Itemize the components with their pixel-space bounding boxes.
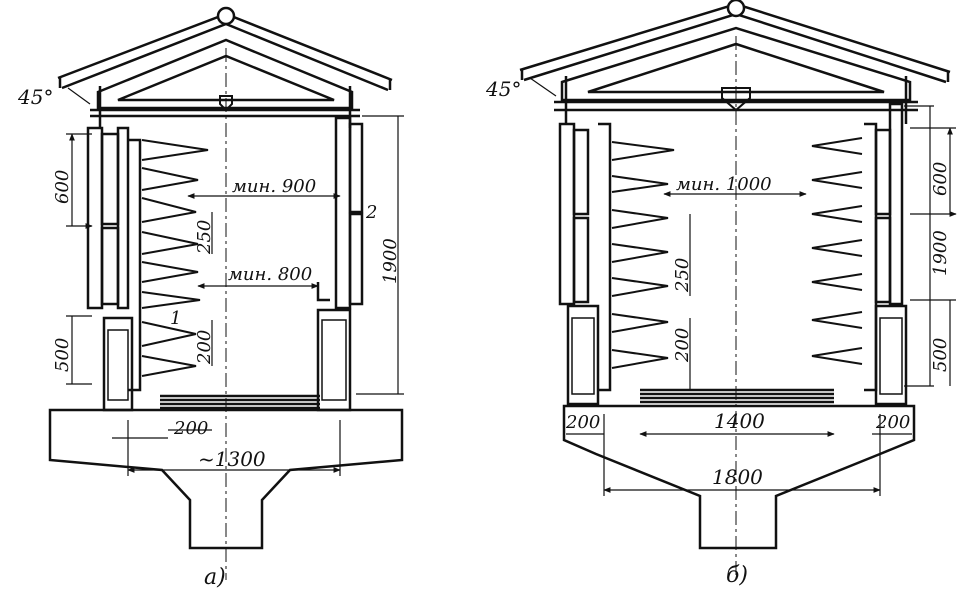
figure-a bbox=[48, 6, 404, 580]
left-wall-b bbox=[558, 122, 612, 406]
dim-min1000-b: мин. 1000 bbox=[676, 174, 772, 195]
dimension-lines-b bbox=[529, 77, 956, 496]
hooks-b-right bbox=[811, 137, 863, 365]
floor-a bbox=[48, 394, 404, 550]
dim-250-b: 250 bbox=[672, 258, 693, 293]
dim-200r-b: 200 bbox=[875, 412, 910, 433]
angle-label-b: 45° bbox=[485, 77, 521, 101]
dim-min800-a: мин. 800 bbox=[228, 264, 312, 285]
dim-1300-a: ~1300 bbox=[198, 447, 266, 471]
dim-200v-b: 200 bbox=[672, 328, 693, 363]
right-wall-a bbox=[316, 116, 364, 412]
dimension-lines-a bbox=[66, 87, 404, 476]
dim-200l-b: 200 bbox=[565, 412, 600, 433]
right-wall-b bbox=[864, 102, 908, 406]
dim-500-b: 500 bbox=[930, 338, 951, 372]
dim-1800-b: 1800 bbox=[712, 465, 763, 489]
roof-b bbox=[519, 0, 951, 84]
dim-200h-a: 200 bbox=[173, 418, 208, 439]
roof-a bbox=[57, 6, 393, 92]
hooks-a bbox=[141, 139, 209, 377]
angle-label-a: 45° bbox=[17, 85, 53, 109]
figure-b bbox=[519, 0, 956, 580]
dim-600-a: 600 bbox=[52, 170, 73, 204]
marker-1-a: 1 bbox=[170, 308, 181, 329]
dim-1900-b: 1900 bbox=[930, 230, 951, 276]
caption-a: а) bbox=[204, 565, 226, 589]
dim-250-a: 250 bbox=[194, 220, 215, 255]
dim-1400-b: 1400 bbox=[714, 409, 765, 433]
floor-b bbox=[562, 388, 916, 550]
dim-200v-a: 200 bbox=[194, 330, 215, 365]
marker-2-a: 2 bbox=[365, 202, 377, 223]
dim-500-a: 500 bbox=[52, 338, 73, 372]
attic-frame-b bbox=[554, 26, 918, 124]
dim-600-b: 600 bbox=[930, 162, 951, 196]
dim-min900-a: мин. 900 bbox=[232, 176, 316, 197]
left-wall-a bbox=[86, 126, 142, 412]
dim-1900-a: 1900 bbox=[380, 238, 401, 284]
hooks-b-left bbox=[611, 141, 675, 369]
caption-b: б) bbox=[726, 563, 748, 588]
attic-frame-a bbox=[90, 38, 360, 128]
